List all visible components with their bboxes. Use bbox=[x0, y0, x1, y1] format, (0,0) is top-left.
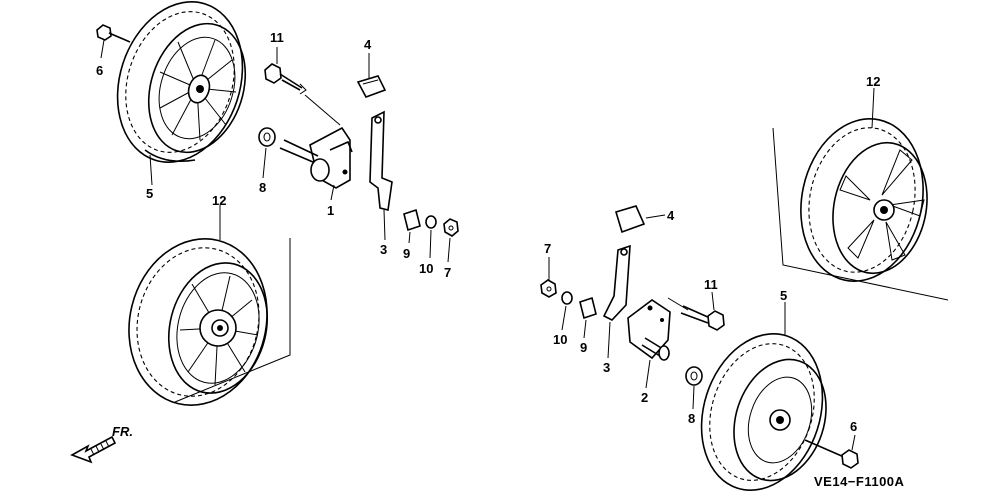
callout-1: 1 bbox=[327, 203, 334, 218]
part-7-nut-left bbox=[443, 218, 459, 237]
leader-lines bbox=[100, 39, 875, 451]
callout-7-left: 7 bbox=[444, 265, 451, 280]
part-3-link-right bbox=[602, 244, 631, 321]
wheel-5-front-left bbox=[116, 1, 247, 163]
front-direction-arrow bbox=[70, 435, 117, 464]
callout-3-left: 3 bbox=[380, 242, 387, 257]
callout-2: 2 bbox=[641, 390, 648, 405]
callout-11-left: 11 bbox=[270, 30, 284, 45]
callout-6-left: 6 bbox=[96, 63, 103, 78]
part-11-bolt-left bbox=[264, 63, 307, 95]
part-10-washer-right bbox=[561, 291, 573, 305]
part-7-nut-right bbox=[540, 279, 557, 298]
part-9-collar-right bbox=[579, 296, 597, 320]
callout-9-right: 9 bbox=[580, 340, 587, 355]
part-9-collar-left bbox=[403, 208, 421, 232]
callout-5-right: 5 bbox=[780, 288, 787, 303]
part-6-bolt-right bbox=[804, 439, 859, 469]
callout-12-left: 12 bbox=[212, 193, 226, 208]
part-4-pad-left bbox=[356, 75, 387, 98]
part-1-axle-bracket bbox=[279, 94, 353, 189]
callout-8-left: 8 bbox=[259, 180, 266, 195]
callout-5-left: 5 bbox=[146, 186, 153, 201]
callout-7-right: 7 bbox=[544, 241, 551, 256]
callout-10-left: 10 bbox=[419, 261, 433, 276]
part-8-washer-right bbox=[685, 366, 703, 386]
direction-label: FR. bbox=[112, 424, 133, 439]
wheel-12-rear-left bbox=[128, 238, 291, 406]
callout-3-right: 3 bbox=[603, 360, 610, 375]
callout-4-right: 4 bbox=[667, 208, 675, 223]
diagram-code: VE14−F1100A bbox=[814, 474, 905, 489]
wheel-12-rear-right bbox=[772, 118, 949, 301]
part-10-washer-left bbox=[425, 215, 437, 229]
callout-11-right: 11 bbox=[704, 277, 718, 292]
callout-12-right: 12 bbox=[866, 74, 880, 89]
part-11-bolt-right bbox=[680, 305, 725, 331]
wheel-5-front-right bbox=[700, 333, 827, 491]
callout-8-right: 8 bbox=[688, 411, 695, 426]
part-2-axle-bracket bbox=[627, 297, 689, 361]
part-4-pad-right bbox=[615, 205, 646, 234]
part-6-bolt-left bbox=[96, 24, 131, 43]
callout-10-right: 10 bbox=[553, 332, 567, 347]
part-8-washer-left bbox=[258, 127, 276, 147]
callout-6-right: 6 bbox=[850, 419, 857, 434]
callout-9-left: 9 bbox=[403, 246, 410, 261]
part-3-link-left bbox=[369, 110, 393, 211]
callout-4-left: 4 bbox=[364, 37, 372, 52]
